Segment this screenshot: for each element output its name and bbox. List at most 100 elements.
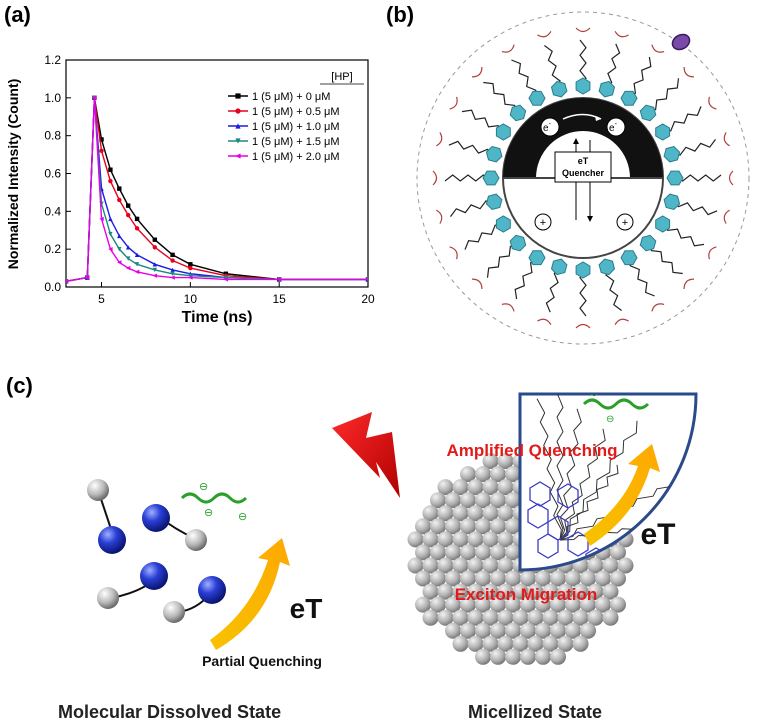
data-point	[99, 137, 104, 142]
legend: [HP] 1 (5 μM) + 0 μM1 (5 μM) + 0.5 μM1 (…	[228, 71, 364, 163]
outer-cap	[537, 318, 552, 326]
alkyl-chain	[663, 221, 705, 247]
alkyl-chain	[444, 174, 492, 182]
head-group	[663, 145, 681, 163]
surfactant-bead	[445, 518, 461, 535]
head-group	[482, 170, 500, 186]
data-point	[108, 178, 113, 184]
data-point	[276, 277, 282, 282]
alkyl-chain	[579, 39, 587, 87]
surfactant-bead	[407, 531, 424, 548]
surfactant-bead	[565, 596, 581, 613]
y-tick-label: 0.6	[44, 167, 61, 181]
surfactant-bead	[437, 609, 454, 626]
data-point	[188, 275, 193, 280]
data-point	[125, 256, 131, 261]
quencher-box	[554, 151, 612, 183]
outer-cap	[614, 30, 629, 38]
surfactant-bead	[505, 622, 521, 639]
head-group	[655, 215, 671, 233]
surfactant-bead	[497, 453, 514, 469]
alkyl-chain	[605, 265, 622, 311]
data-point	[170, 252, 175, 258]
head-group	[639, 104, 657, 122]
surfactant-bead	[467, 635, 484, 652]
panel-label-c: (c)	[6, 373, 33, 398]
caption-micellized-state: Micellized State	[468, 702, 603, 722]
head-group	[655, 123, 671, 141]
y-tick-label: 0.8	[44, 129, 61, 143]
panel-c-illustration: ⊖ ⊖ ⊖ eT Partial Quenching ⊖ ⊖ ⊖ Amplifi…	[87, 392, 698, 669]
x-tick-label: 10	[184, 292, 198, 306]
surfactant-bead	[490, 596, 506, 613]
data-point	[108, 216, 113, 222]
surfactant-bead	[430, 492, 446, 509]
alkyl-chain	[559, 464, 619, 541]
head-group	[620, 90, 638, 106]
surfactant-bead	[460, 466, 476, 483]
surfactant-bead	[422, 557, 439, 574]
data-point	[134, 226, 140, 231]
surfactant-bead	[467, 609, 484, 626]
outer-cap	[728, 170, 734, 186]
surfactant-bead	[617, 557, 634, 574]
legend-label: 1 (5 μM) + 0.5 μM	[252, 106, 340, 118]
alkyl-chain	[544, 45, 561, 91]
surfactant-bead	[490, 466, 506, 483]
outer-cap	[651, 44, 665, 53]
surfactant-bead	[527, 609, 544, 626]
surfactant-bead	[422, 505, 439, 522]
surfactant-bead	[482, 557, 499, 574]
head-group	[495, 215, 511, 233]
legend-label: 1 (5 μM) + 1.5 μM	[252, 136, 340, 148]
hole-left	[534, 213, 552, 231]
caption-molecular-dissolved-state: Molecular Dissolved State	[58, 702, 282, 722]
surfactant-bead	[550, 622, 566, 639]
surfactant-bead	[497, 557, 514, 574]
head-group	[509, 104, 527, 122]
surfactant-bead	[512, 609, 529, 626]
surfactant-bead	[452, 635, 469, 652]
surfactant-bead	[475, 466, 491, 483]
head-group	[598, 258, 616, 276]
alkyl-chain	[511, 59, 537, 100]
surfactant-bead	[460, 544, 476, 561]
light-excitation-bolt	[332, 412, 400, 498]
data-point	[117, 246, 122, 252]
surfactant-bead	[572, 583, 589, 600]
surfactant-bead	[452, 609, 469, 626]
surfactant-bead	[475, 492, 491, 509]
surfactant-bead	[572, 635, 589, 652]
legend-label: 1 (5 μM) + 1.0 μM	[252, 121, 340, 133]
surfactant-bead	[460, 622, 476, 639]
surfactant-bead	[482, 453, 499, 469]
surfactant-bead	[490, 622, 506, 639]
surfactant-bead	[422, 531, 439, 548]
surfactant-bead	[497, 583, 514, 600]
grey-ball	[87, 479, 109, 501]
head-group	[639, 234, 657, 252]
surfactant-bead	[490, 570, 506, 587]
surfactant-bead	[497, 479, 514, 496]
surfactant-bead	[505, 518, 521, 535]
y-tick-label: 0.4	[44, 204, 61, 218]
head-group	[528, 250, 546, 266]
surfactant-bead	[437, 505, 454, 522]
surfactant-bead	[452, 479, 469, 496]
panel-label-b: (b)	[386, 2, 415, 27]
surfactant-bead	[445, 570, 461, 587]
legend-label: 1 (5 μM) + 0 μM	[252, 91, 330, 103]
surfactant-bead	[520, 596, 536, 613]
data-point	[170, 267, 175, 273]
hole-left-label: +	[540, 217, 546, 229]
y-axis-label: Normalized Intensity (Count)	[5, 79, 21, 270]
legend-label: 1 (5 μM) + 2.0 μM	[252, 151, 340, 163]
grey-ball	[97, 587, 119, 609]
surfactant-bead	[542, 609, 559, 626]
data-point	[108, 246, 113, 252]
surfactant-bead	[475, 622, 491, 639]
surfactant-bead	[430, 570, 446, 587]
alkyl-chain	[556, 394, 564, 541]
outer-cap	[575, 27, 591, 33]
